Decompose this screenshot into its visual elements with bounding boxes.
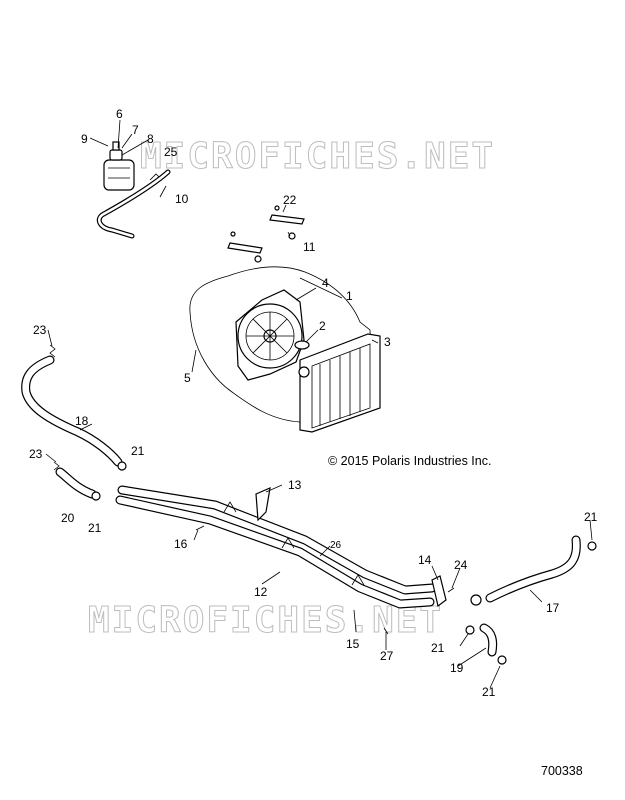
callout-8: 8 bbox=[147, 132, 154, 146]
callout-12: 12 bbox=[254, 585, 268, 599]
screw-16 bbox=[195, 525, 205, 531]
clamp-21d bbox=[470, 594, 482, 606]
callout-21-d: 21 bbox=[431, 641, 445, 655]
bracket-14 bbox=[431, 575, 447, 608]
tube-clip-3 bbox=[351, 574, 365, 586]
callout-27: 27 bbox=[380, 649, 394, 663]
callout-3: 3 bbox=[384, 335, 391, 349]
callout-23-b: 23 bbox=[29, 447, 43, 461]
callout-2: 2 bbox=[319, 319, 326, 333]
callout-23-a: 23 bbox=[33, 323, 47, 337]
copyright-notice: © 2015 Polaris Industries Inc. bbox=[328, 454, 491, 468]
callout-1: 1 bbox=[346, 289, 353, 303]
callout-9: 9 bbox=[81, 132, 88, 146]
callout-10: 10 bbox=[175, 192, 189, 206]
bracket-13 bbox=[255, 487, 271, 522]
tube-clip-2 bbox=[281, 537, 295, 549]
callout-7: 7 bbox=[132, 123, 139, 137]
callout-21-a: 21 bbox=[131, 444, 145, 458]
watermark-top: MICROFICHES.NET bbox=[140, 136, 495, 177]
callout-4: 4 bbox=[322, 276, 329, 290]
callout-25: 25 bbox=[164, 145, 178, 159]
clamp-21e bbox=[465, 625, 475, 635]
callout-16: 16 bbox=[174, 537, 188, 551]
callout-5: 5 bbox=[184, 371, 191, 385]
figure-number: 700338 bbox=[541, 764, 583, 778]
callout-17: 17 bbox=[546, 601, 560, 615]
callout-20: 20 bbox=[61, 511, 75, 525]
clamp-21b bbox=[91, 491, 101, 501]
coolant-tube-12 bbox=[115, 495, 435, 609]
tube-clip-1 bbox=[223, 501, 237, 513]
clamp-23a bbox=[49, 344, 56, 358]
fan-fastener bbox=[294, 340, 310, 350]
callout-14: 14 bbox=[418, 553, 432, 567]
clamp-21f bbox=[497, 655, 507, 665]
clamp-21c bbox=[587, 541, 597, 551]
upper-bracket bbox=[269, 205, 305, 240]
callout-18: 18 bbox=[75, 414, 89, 428]
callout-11: 11 bbox=[303, 240, 316, 254]
coolant-reservoir bbox=[103, 141, 135, 191]
callout-24: 24 bbox=[454, 558, 468, 572]
callout-21-c: 21 bbox=[584, 510, 598, 524]
callout-19: 19 bbox=[450, 661, 464, 675]
callout-6: 6 bbox=[116, 107, 123, 121]
hose-clip bbox=[149, 173, 160, 181]
screw-27 bbox=[383, 627, 389, 635]
callout-13: 13 bbox=[288, 478, 302, 492]
callout-21-e: 21 bbox=[482, 685, 496, 699]
radiator bbox=[298, 333, 381, 433]
watermark-bottom: MICROFICHES.NET bbox=[88, 600, 443, 641]
clamp-21a bbox=[117, 461, 127, 471]
callout-26: 26 bbox=[330, 540, 342, 551]
callout-22: 22 bbox=[283, 193, 297, 207]
callout-21-b: 21 bbox=[88, 521, 102, 535]
cooling-fan bbox=[235, 289, 305, 381]
lower-bracket bbox=[227, 231, 263, 263]
clamp-23b bbox=[53, 461, 60, 471]
callout-15: 15 bbox=[346, 637, 360, 651]
screw-24 bbox=[447, 587, 455, 593]
